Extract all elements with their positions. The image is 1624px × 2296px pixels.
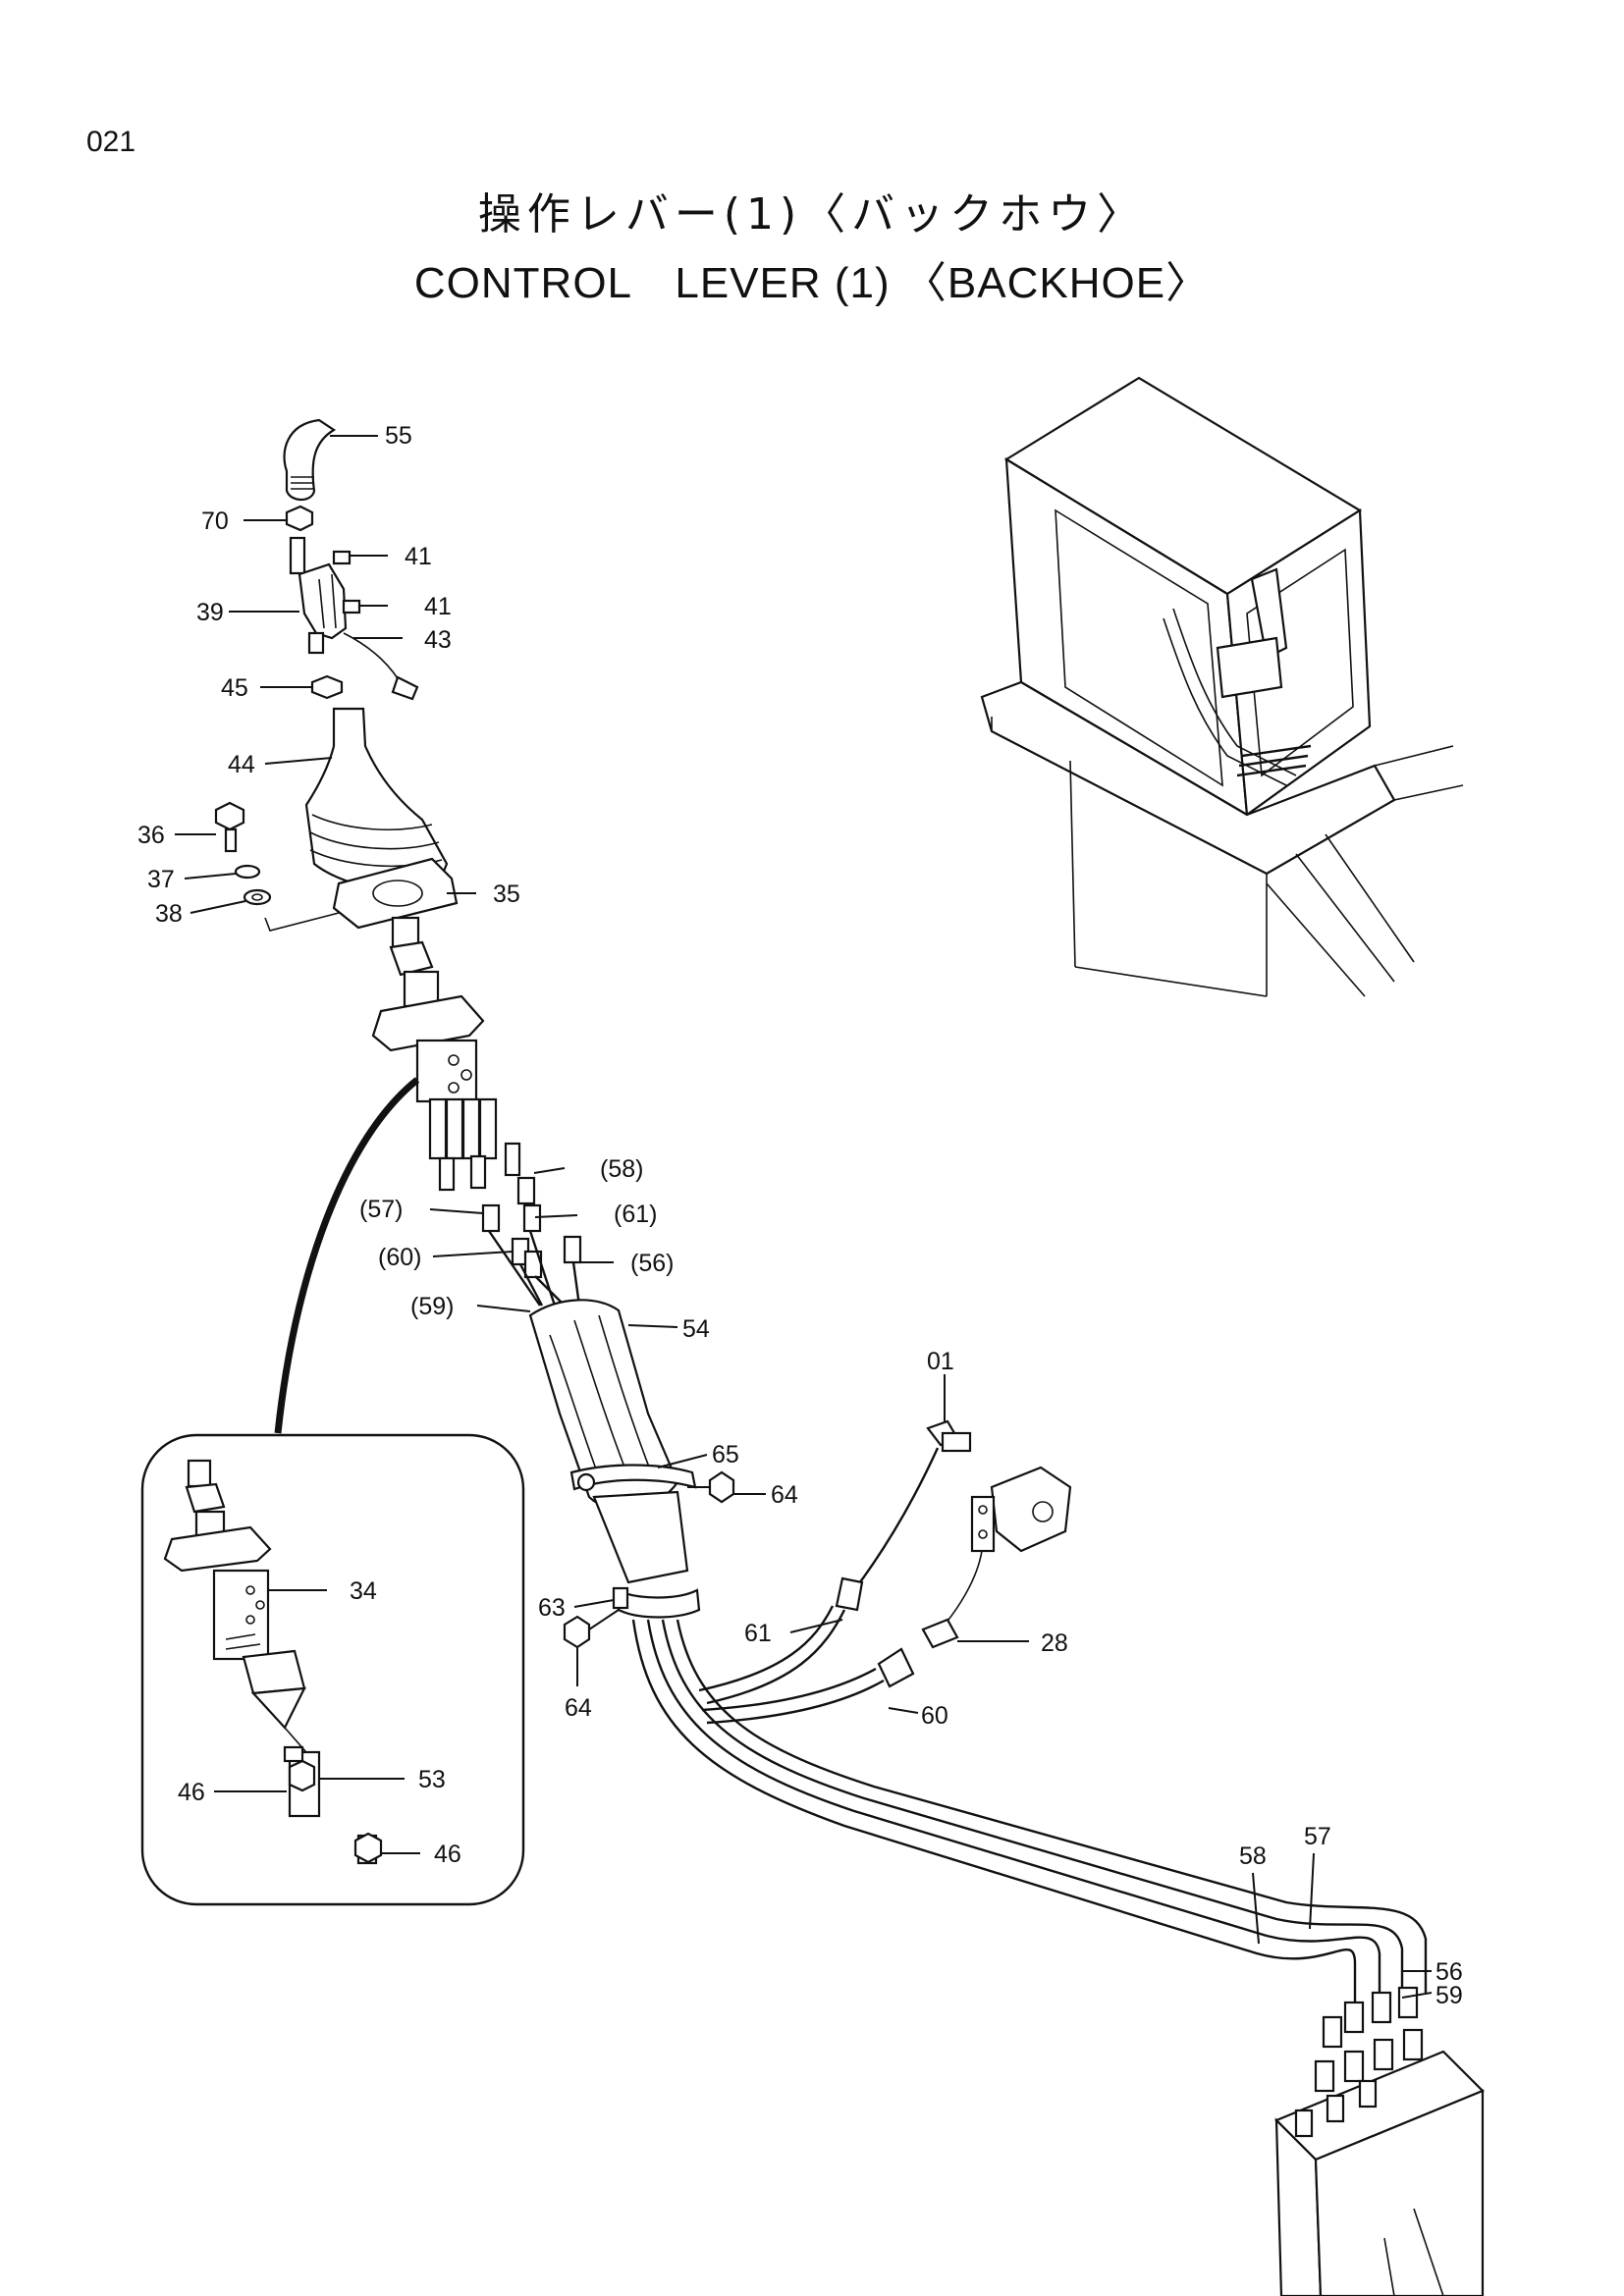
label-46-left: 46 [178, 1779, 205, 1806]
label-58-ref: (58) [600, 1155, 643, 1183]
label-54: 54 [682, 1315, 710, 1343]
label-59-ref: (59) [410, 1293, 454, 1320]
control-valve-block [1274, 1986, 1485, 2296]
callout-curve [274, 1077, 420, 1434]
label-41-upper: 41 [405, 543, 432, 570]
label-01: 01 [927, 1348, 954, 1375]
label-59: 59 [1435, 1982, 1463, 2009]
label-41-lower: 41 [424, 593, 452, 620]
label-65: 65 [712, 1441, 739, 1468]
label-61: 61 [744, 1620, 772, 1647]
label-38: 38 [155, 900, 183, 928]
label-37: 37 [147, 866, 175, 893]
title-english: CONTROL LEVER (1) 〈BACKHOE〉 [413, 259, 1211, 307]
label-56: 56 [1435, 1958, 1463, 1986]
label-45: 45 [221, 674, 248, 702]
label-35: 35 [493, 881, 520, 908]
label-44: 44 [228, 751, 255, 778]
label-70: 70 [201, 507, 229, 535]
part-labels: 55 70 41 39 41 43 45 44 36 37 35 38 (58)… [137, 422, 1463, 2009]
label-60: 60 [921, 1702, 948, 1730]
label-43: 43 [424, 626, 452, 654]
label-55: 55 [385, 422, 412, 450]
label-57-ref: (57) [359, 1196, 403, 1223]
pilot-valve-assembly [698, 1419, 1072, 1725]
label-58: 58 [1239, 1842, 1267, 1870]
label-36: 36 [137, 822, 165, 849]
label-34: 34 [350, 1577, 377, 1605]
label-46-right: 46 [434, 1841, 461, 1868]
label-64-lower: 64 [565, 1694, 592, 1722]
label-60-ref: (60) [378, 1244, 421, 1271]
hose-bundle [631, 1619, 1428, 2012]
label-63: 63 [538, 1594, 566, 1622]
page-number: 021 [86, 126, 136, 158]
label-61-ref: (61) [614, 1201, 657, 1228]
cab-illustration [980, 376, 1464, 997]
label-39: 39 [196, 599, 224, 626]
lever-assembly [214, 418, 735, 1649]
label-57: 57 [1304, 1823, 1331, 1850]
label-64-upper: 64 [771, 1481, 798, 1509]
inset-detail [140, 1433, 525, 1906]
label-53: 53 [418, 1766, 446, 1793]
leader-lines [175, 435, 1433, 1999]
title-japanese: 操作レバー(1)〈バックホウ〉 [477, 189, 1147, 240]
label-56-ref: (56) [630, 1250, 674, 1277]
label-28: 28 [1041, 1629, 1068, 1657]
